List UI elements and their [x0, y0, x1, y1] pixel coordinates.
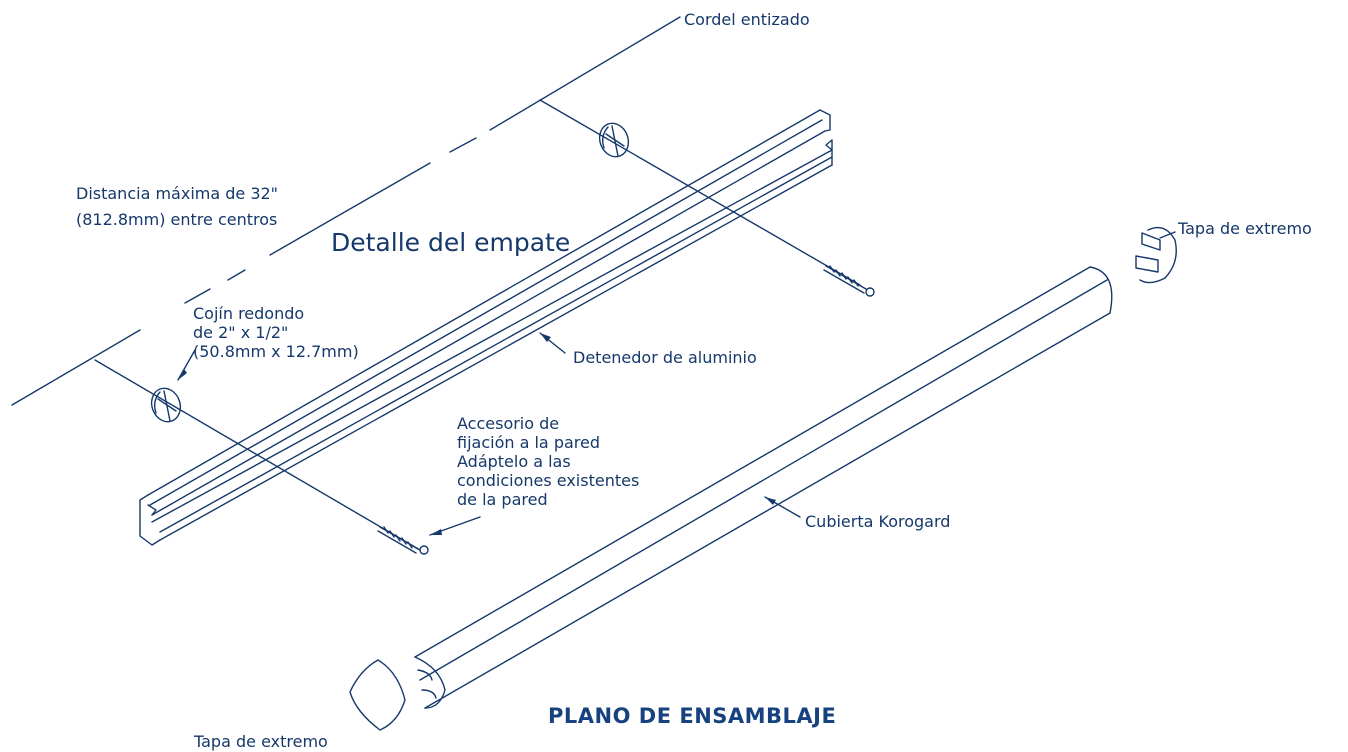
label-end-cap-top: Tapa de extremo [1178, 219, 1312, 238]
label-wall-fastener-line-1: Accesorio de [457, 414, 560, 433]
label-aluminum-retainer: Detenedor de aluminio [573, 348, 757, 367]
label-chalk-line: Cordel entizado [684, 10, 810, 29]
wall-fastener-bottom [377, 526, 429, 555]
round-cushion-bottom [150, 387, 182, 423]
label-max-distance: Distancia máxima de 32" (812.8mm) entre … [76, 181, 278, 233]
label-round-cushion-line-1: Cojín redondo [193, 304, 305, 323]
label-korogard-cover: Cubierta Korogard [805, 512, 951, 531]
end-cap-bottom [349, 659, 406, 731]
round-cushion-top [598, 122, 630, 158]
label-leaders [177, 231, 1176, 536]
label-max-distance-line-2: (812.8mm) entre centros [76, 210, 278, 229]
label-wall-fastener: Accesorio de fijación a la pared Adáptel… [457, 414, 639, 509]
label-wall-fastener-line-3: Adáptelo a las [457, 452, 571, 471]
leader-arrowheads [178, 333, 776, 535]
label-round-cushion-line-2: de 2" x 1/2" [193, 323, 289, 342]
label-round-cushion-line-3: (50.8mm x 12.7mm) [193, 342, 359, 361]
korogard-cover [414, 266, 1113, 709]
label-wall-fastener-line-4: condiciones existentes [457, 471, 640, 490]
label-max-distance-line-1: Distancia máxima de 32" [76, 184, 279, 203]
assembly-title: PLANO DE ENSAMBLAJE [548, 704, 837, 728]
aluminum-retainer [139, 109, 833, 546]
wall-fastener-top [823, 265, 875, 297]
label-end-cap-bottom: Tapa de extremo [194, 732, 328, 751]
label-round-cushion: Cojín redondo de 2" x 1/2" (50.8mm x 12.… [193, 304, 359, 361]
end-cap-top [1135, 226, 1177, 284]
label-wall-fastener-line-5: de la pared [457, 490, 548, 509]
chalk-line [11, 16, 681, 406]
label-splice-detail: Detalle del empate [331, 228, 571, 257]
label-wall-fastener-line-2: fijación a la pared [457, 433, 600, 452]
